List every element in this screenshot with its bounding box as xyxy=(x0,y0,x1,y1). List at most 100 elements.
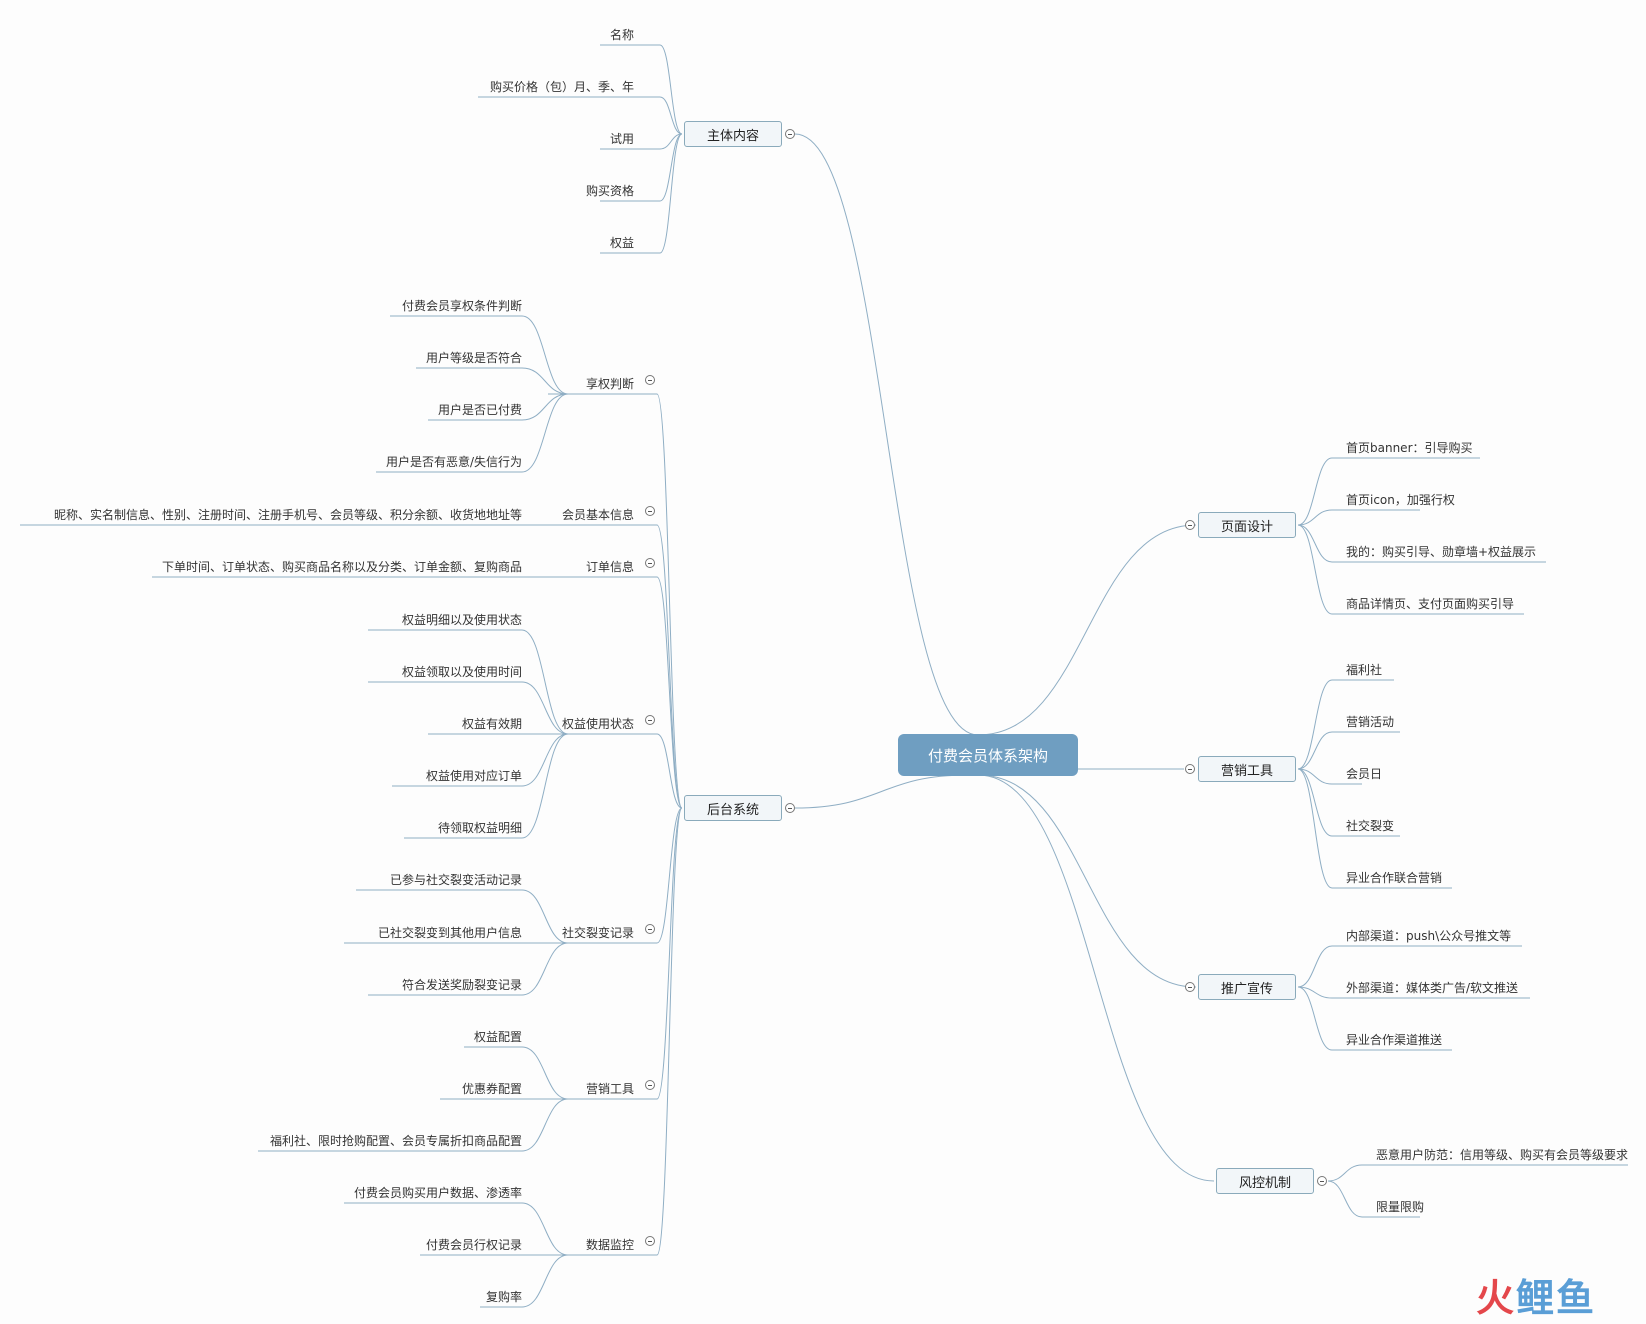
connector xyxy=(1297,768,1333,837)
leaf-item[interactable]: 限量限购 xyxy=(1376,1200,1425,1214)
leaf-item[interactable]: 外部渠道：媒体类广告/软文推送 xyxy=(1346,981,1519,995)
branch-node-main-content[interactable]: 主体内容 xyxy=(684,121,782,147)
leaf-item[interactable]: 用户等级是否符合 xyxy=(425,351,522,365)
connector xyxy=(1297,768,1333,785)
leaf-item[interactable]: 福利社、限时抢购配置、会员专属折扣商品配置 xyxy=(269,1134,522,1148)
leaf-item[interactable]: 首页icon，加强行权 xyxy=(1346,493,1455,507)
connector xyxy=(656,733,683,809)
branch-node-marketing-tools[interactable]: 营销工具 xyxy=(1198,756,1296,782)
collapse-toggle-icon[interactable] xyxy=(1185,520,1195,530)
leaf-item[interactable]: 待领取权益明细 xyxy=(437,821,522,835)
leaf-item[interactable]: 权益配置 xyxy=(473,1030,522,1044)
leaf-item[interactable]: 购买价格（包）月、季、年 xyxy=(489,80,634,94)
leaf-item[interactable]: 营销活动 xyxy=(1346,715,1395,729)
collapse-toggle-icon[interactable] xyxy=(645,715,655,725)
leaf-item[interactable]: 权益 xyxy=(609,236,634,250)
collapse-toggle-icon[interactable] xyxy=(1185,982,1195,992)
leaf-item[interactable]: 异业合作渠道推送 xyxy=(1346,1033,1443,1047)
leaf-item[interactable]: 购买资格 xyxy=(585,184,634,198)
leaf-item[interactable]: 社交裂变 xyxy=(1346,819,1395,833)
connector xyxy=(521,1202,569,1256)
leaf-item[interactable]: 复购率 xyxy=(485,1290,522,1304)
watermark-char: 鱼 xyxy=(1556,1276,1595,1320)
collapse-toggle-icon[interactable] xyxy=(645,1080,655,1090)
leaf-item[interactable]: 商品详情页、支付页面购买引导 xyxy=(1346,597,1515,611)
connector xyxy=(1297,509,1333,526)
watermark-char: 鲤 xyxy=(1516,1276,1555,1320)
connector xyxy=(521,393,569,473)
leaf-item[interactable]: 已参与社交裂变活动记录 xyxy=(389,873,522,887)
collapse-toggle-icon[interactable] xyxy=(1317,1176,1327,1186)
connector xyxy=(1297,986,1333,1051)
connector xyxy=(794,774,969,809)
connector xyxy=(521,942,569,996)
connector xyxy=(1297,524,1333,615)
leaf-item[interactable]: 名称 xyxy=(609,28,634,42)
leaf-item[interactable]: 付费会员享权条件判断 xyxy=(401,299,522,313)
connector xyxy=(659,96,683,135)
collapse-toggle-icon[interactable] xyxy=(785,129,795,139)
leaf-item[interactable]: 首页banner：引导购买 xyxy=(1346,441,1473,455)
collapse-toggle-icon[interactable] xyxy=(645,506,655,516)
connector xyxy=(521,393,569,421)
connector xyxy=(521,733,569,839)
connector xyxy=(1297,986,1333,999)
leaf-item[interactable]: 符合发送奖励裂变记录 xyxy=(401,978,522,992)
collapse-toggle-icon[interactable] xyxy=(645,1236,655,1246)
connector xyxy=(1297,679,1333,770)
leaf-item[interactable]: 我的：购买引导、勋章墙+权益展示 xyxy=(1346,545,1537,559)
connector xyxy=(521,681,569,735)
leaf-item[interactable]: 用户是否已付费 xyxy=(437,403,522,417)
connector xyxy=(521,889,569,944)
leaf-item[interactable]: 昵称、实名制信息、性别、注册时间、注册手机号、会员等级、积分余额、收货地地址等 xyxy=(53,508,522,522)
collapse-toggle-icon[interactable] xyxy=(1185,764,1195,774)
connector xyxy=(1297,457,1333,526)
sub-node[interactable]: 订单信息 xyxy=(585,560,634,574)
leaf-item[interactable]: 已社交裂变到其他用户信息 xyxy=(377,926,522,940)
leaf-item[interactable]: 内部渠道：push\公众号推文等 xyxy=(1346,929,1512,943)
connector xyxy=(656,393,683,809)
connector xyxy=(656,807,683,944)
sub-node[interactable]: 营销工具 xyxy=(585,1082,634,1096)
connector xyxy=(656,524,683,809)
sub-node[interactable]: 权益使用状态 xyxy=(561,717,634,731)
branch-node-risk-control[interactable]: 风控机制 xyxy=(1216,1168,1314,1194)
collapse-toggle-icon[interactable] xyxy=(785,803,795,813)
connector xyxy=(977,774,1197,988)
branch-node-promotion[interactable]: 推广宣传 xyxy=(1198,974,1296,1000)
leaf-item[interactable]: 权益使用对应订单 xyxy=(425,769,522,783)
leaf-item[interactable]: 会员日 xyxy=(1346,767,1383,781)
connector xyxy=(1297,768,1333,889)
connector xyxy=(521,733,569,787)
leaf-item[interactable]: 优惠券配置 xyxy=(461,1082,522,1096)
sub-node[interactable]: 社交裂变记录 xyxy=(561,926,634,940)
connector xyxy=(521,1098,569,1152)
leaf-item[interactable]: 付费会员购买用户数据、渗透率 xyxy=(353,1186,522,1200)
collapse-toggle-icon[interactable] xyxy=(645,924,655,934)
sub-node[interactable]: 会员基本信息 xyxy=(561,508,634,522)
connector xyxy=(659,133,683,202)
leaf-item[interactable]: 恶意用户防范：信用等级、购买有会员等级要求 xyxy=(1376,1148,1629,1162)
branch-node-page-design[interactable]: 页面设计 xyxy=(1198,512,1296,538)
sub-node[interactable]: 数据监控 xyxy=(585,1238,634,1252)
leaf-item[interactable]: 福利社 xyxy=(1346,663,1383,677)
connector xyxy=(977,774,1215,1182)
leaf-item[interactable]: 用户是否有恶意/失信行为 xyxy=(385,455,522,469)
leaf-item[interactable]: 付费会员行权记录 xyxy=(425,1238,522,1252)
collapse-toggle-icon[interactable] xyxy=(645,375,655,385)
leaf-item[interactable]: 权益领取以及使用时间 xyxy=(401,665,522,679)
leaf-item[interactable]: 异业合作联合营销 xyxy=(1346,871,1443,885)
leaf-item[interactable]: 权益有效期 xyxy=(461,717,522,731)
sub-node[interactable]: 享权判断 xyxy=(585,377,634,391)
leaf-item[interactable]: 试用 xyxy=(609,132,634,146)
root-node[interactable]: 付费会员体系架构 xyxy=(898,734,1078,776)
connector xyxy=(977,524,1197,736)
connector xyxy=(521,1254,569,1308)
leaf-item[interactable]: 权益明细以及使用状态 xyxy=(401,613,522,627)
leaf-item[interactable]: 下单时间、订单状态、购买商品名称以及分类、订单金额、复购商品 xyxy=(161,560,522,574)
collapse-toggle-icon[interactable] xyxy=(645,558,655,568)
watermark-char: 火 xyxy=(1476,1276,1515,1320)
branch-node-backend[interactable]: 后台系统 xyxy=(684,795,782,821)
